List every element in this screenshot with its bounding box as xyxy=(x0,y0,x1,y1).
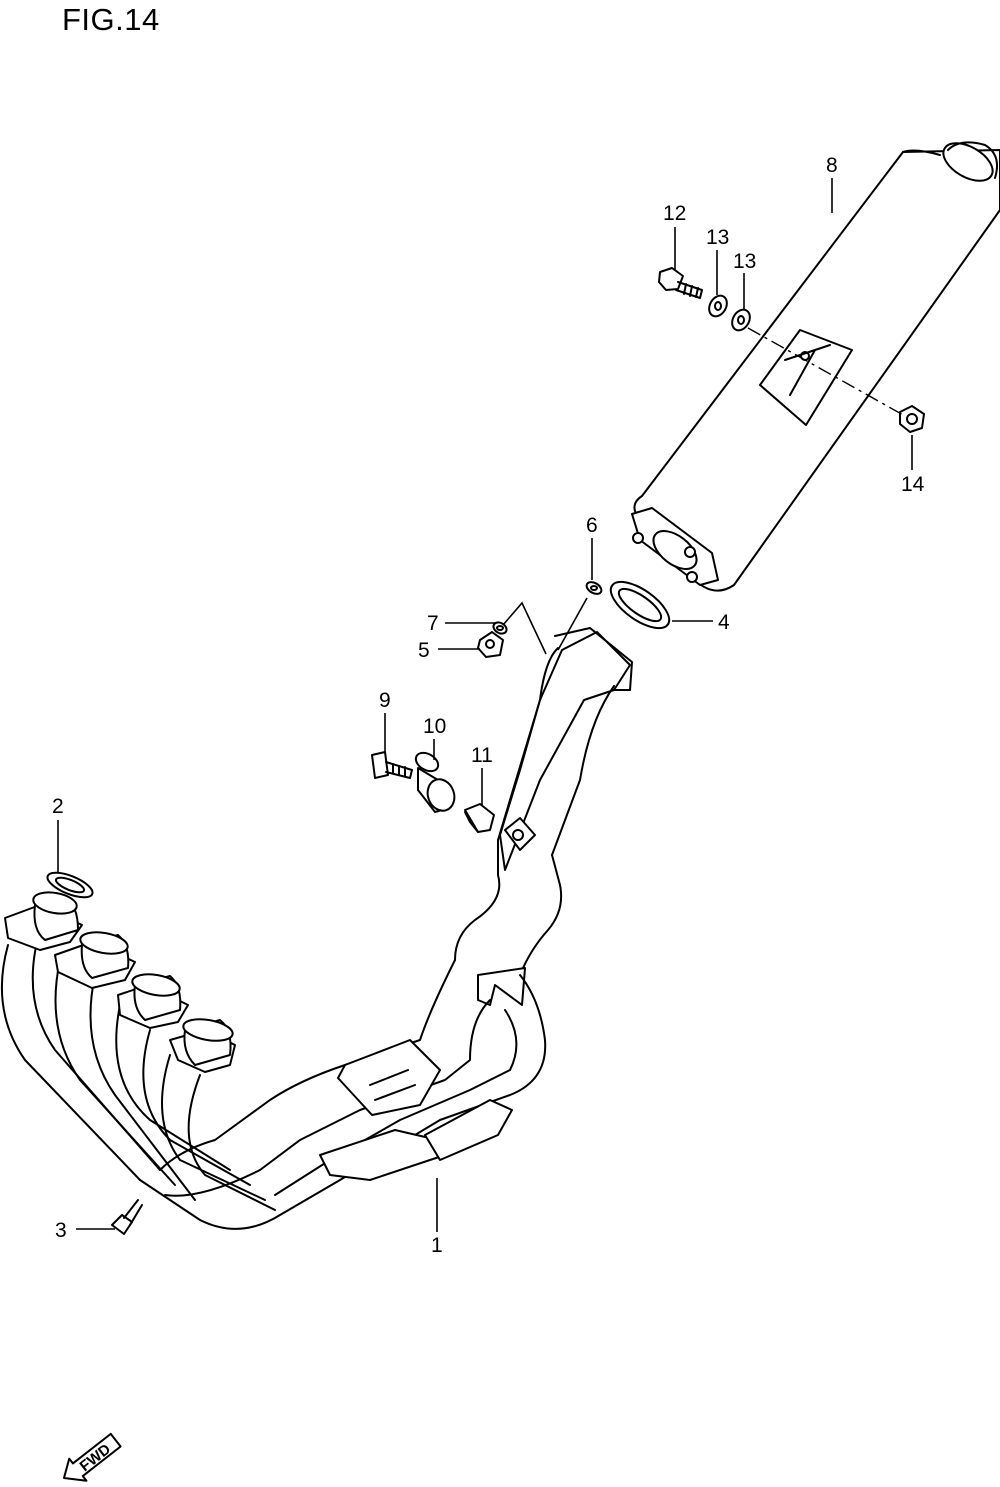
callout-12: 12 xyxy=(663,202,686,225)
callout-13b: 13 xyxy=(733,250,756,273)
callout-13a: 13 xyxy=(706,226,729,249)
muffler-hardware xyxy=(658,267,925,433)
gasket-ring xyxy=(609,580,671,630)
leader-lines xyxy=(57,178,913,1232)
fwd-direction-arrow: FWD xyxy=(63,1432,122,1482)
mid-pipe xyxy=(454,627,633,1006)
callout-6: 6 xyxy=(586,514,598,537)
assembly-lines xyxy=(502,327,906,655)
callout-7: 7 xyxy=(427,612,439,635)
callout-10: 10 xyxy=(423,715,446,738)
callout-8: 8 xyxy=(826,154,838,177)
nut-washer xyxy=(477,621,508,658)
callout-11: 11 xyxy=(471,744,493,767)
callout-4: 4 xyxy=(718,611,730,634)
muffler xyxy=(631,141,1000,592)
mounting-hardware xyxy=(371,751,495,833)
exhaust-gasket xyxy=(46,871,94,899)
callout-14: 14 xyxy=(901,473,925,496)
header-pipes xyxy=(0,891,547,1230)
callout-1: 1 xyxy=(431,1234,443,1257)
callout-3: 3 xyxy=(55,1219,67,1242)
callout-2: 2 xyxy=(52,795,64,818)
washer-6 xyxy=(585,581,603,595)
callout-5: 5 xyxy=(418,639,430,662)
figure-title: FIG.14 xyxy=(62,2,160,37)
bolt-3 xyxy=(111,1199,143,1235)
callout-9: 9 xyxy=(379,689,391,712)
callout-labels: 1 2 3 4 5 6 7 8 9 10 11 12 13 13 14 xyxy=(52,154,925,1257)
